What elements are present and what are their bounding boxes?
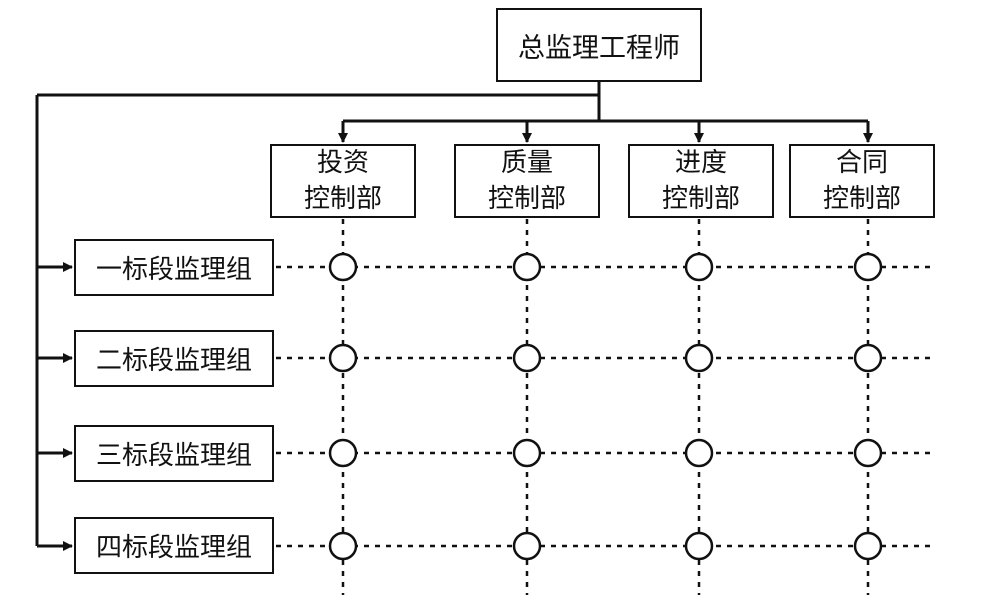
matrix-node-row-2-col-1	[328, 343, 358, 373]
matrix-node-row-4-col-2	[512, 531, 542, 561]
matrix-node-row-1-col-2	[512, 252, 542, 282]
matrix-node-row-1-col-1	[328, 252, 358, 282]
matrix-node-row-2-col-3	[684, 343, 714, 373]
matrix-node-row-1-col-4	[853, 252, 883, 282]
supervision-group-label: 三标段监理组	[95, 441, 252, 471]
supervision-group-label: 四标段监理组	[95, 533, 252, 563]
matrix-node-row-4-col-3	[684, 531, 714, 561]
chief-supervising-engineer-label: 总监理工程师	[518, 32, 680, 64]
matrix-node-row-4-col-1	[328, 531, 358, 561]
department-box-quality-control: 质量 控制部	[454, 144, 600, 218]
supervision-group-box-section-2: 二标段监理组	[74, 330, 274, 387]
matrix-node-row-3-col-2	[512, 438, 542, 468]
matrix-node-row-3-col-4	[853, 438, 883, 468]
department-label-line-2: 控制部	[661, 184, 740, 214]
matrix-node-row-2-col-2	[512, 343, 542, 373]
supervision-group-box-section-4: 四标段监理组	[74, 517, 274, 574]
department-box-contract-control: 合同 控制部	[789, 144, 935, 218]
department-label-line-1: 合同	[835, 148, 888, 178]
department-label-line-1: 投资	[316, 148, 369, 178]
department-label-line-1: 进度	[674, 148, 727, 178]
supervision-group-label: 二标段监理组	[95, 346, 252, 376]
matrix-node-row-1-col-3	[684, 252, 714, 282]
department-label-line-2: 控制部	[487, 184, 566, 214]
matrix-node-row-4-col-4	[853, 531, 883, 561]
matrix-node-row-3-col-3	[684, 438, 714, 468]
department-box-schedule-control: 进度 控制部	[628, 144, 774, 218]
chief-supervising-engineer-box: 总监理工程师	[496, 8, 702, 82]
supervision-group-box-section-1: 一标段监理组	[74, 239, 274, 296]
department-label-line-2: 控制部	[822, 184, 901, 214]
department-label-line-1: 质量	[500, 148, 553, 178]
matrix-node-row-2-col-4	[853, 343, 883, 373]
department-label-line-2: 控制部	[303, 184, 382, 214]
supervision-group-box-section-3: 三标段监理组	[74, 425, 274, 482]
supervision-group-label: 一标段监理组	[95, 255, 252, 285]
matrix-node-row-3-col-1	[328, 438, 358, 468]
department-box-investment-control: 投资 控制部	[270, 144, 416, 218]
